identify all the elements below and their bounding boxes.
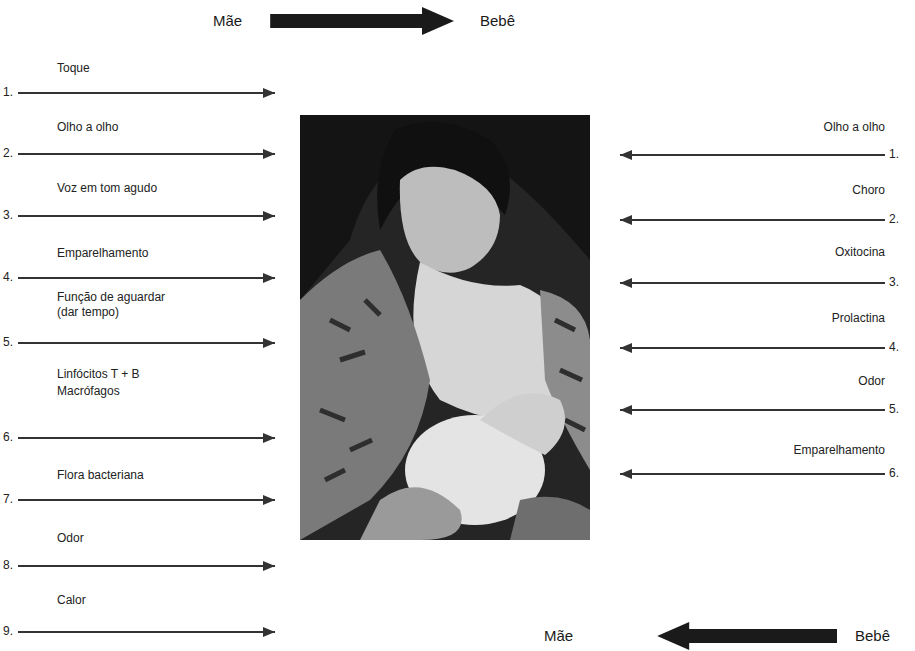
signal-label: Choro <box>852 183 885 198</box>
signal-arrow <box>18 277 275 279</box>
signal-arrow <box>18 499 275 501</box>
right-arrows <box>620 155 885 474</box>
flow-arrow <box>657 622 837 650</box>
callout-number: 4. <box>889 340 899 355</box>
signal-label: Olho a olho <box>57 120 118 135</box>
arrow-shaft <box>270 14 424 28</box>
party-node: Bebê <box>476 10 519 32</box>
signal-label: Oxitocina <box>835 245 885 260</box>
callout-number: 2. <box>3 146 13 161</box>
baby-blanket <box>510 497 590 540</box>
signal-label: Macrófagos <box>57 384 120 399</box>
mother-face <box>400 167 500 273</box>
signal-arrow <box>620 409 885 411</box>
callout-number: 5. <box>889 402 899 417</box>
party-node: Mãe <box>209 10 246 32</box>
signal-arrow <box>18 215 275 217</box>
signal-arrow <box>18 92 275 94</box>
arrow-shaft <box>687 629 837 643</box>
signal-label: Odor <box>57 531 84 546</box>
signal-arrow <box>18 153 275 155</box>
signal-arrow <box>620 473 885 475</box>
callout-number: 3. <box>3 208 13 223</box>
signal-arrow <box>18 565 275 567</box>
signal-label: Linfócitos T + B <box>57 367 140 382</box>
signal-label: Voz em tom agudo <box>57 181 157 196</box>
signal-arrow <box>620 282 885 284</box>
signal-arrow <box>620 347 885 349</box>
arrow-head <box>657 622 689 650</box>
signal-label: Flora bacteriana <box>57 468 144 483</box>
callout-number: 6. <box>3 430 13 445</box>
callout-number: 2. <box>889 212 899 227</box>
baby-blanket <box>360 487 462 540</box>
callout-number: 1. <box>889 147 899 162</box>
callout-number: 5. <box>3 335 13 350</box>
callout-number: 8. <box>3 558 13 573</box>
signal-arrow <box>18 342 275 344</box>
signal-arrow <box>620 154 885 156</box>
signal-arrow <box>18 437 275 439</box>
party-name: Mãe <box>213 12 242 30</box>
callout-number: 7. <box>3 492 13 507</box>
signal-label: Prolactina <box>832 311 885 326</box>
party-name: Mãe <box>544 627 573 645</box>
party-node: Bebê <box>851 625 894 647</box>
party-node: Mãe <box>540 625 577 647</box>
signal-label: Olho a olho <box>824 120 885 135</box>
baby-hand <box>480 393 565 455</box>
callout-number: 4. <box>3 270 13 285</box>
callout-number: 3. <box>889 275 899 290</box>
signal-label: Emparelhamento <box>57 246 148 261</box>
signal-arrow <box>620 219 885 221</box>
nursing-photo <box>300 115 590 540</box>
signal-label: Função de aguardar (dar tempo) <box>57 290 175 320</box>
signal-label: Emparelhamento <box>794 443 885 458</box>
left-arrows <box>18 93 275 632</box>
callout-number: 9. <box>3 624 13 639</box>
signal-label: Calor <box>57 593 86 608</box>
signal-label: Toque <box>57 61 90 76</box>
callout-number: 6. <box>889 466 899 481</box>
blouse-pattern <box>320 300 380 480</box>
signal-label: Odor <box>858 374 885 389</box>
callout-number: 1. <box>3 85 13 100</box>
arrow-head <box>422 7 454 35</box>
party-name: Bebê <box>855 627 890 645</box>
party-name: Bebê <box>480 12 515 30</box>
flow-arrow <box>270 7 454 35</box>
photo-background <box>300 115 590 540</box>
signal-arrow <box>18 631 275 633</box>
